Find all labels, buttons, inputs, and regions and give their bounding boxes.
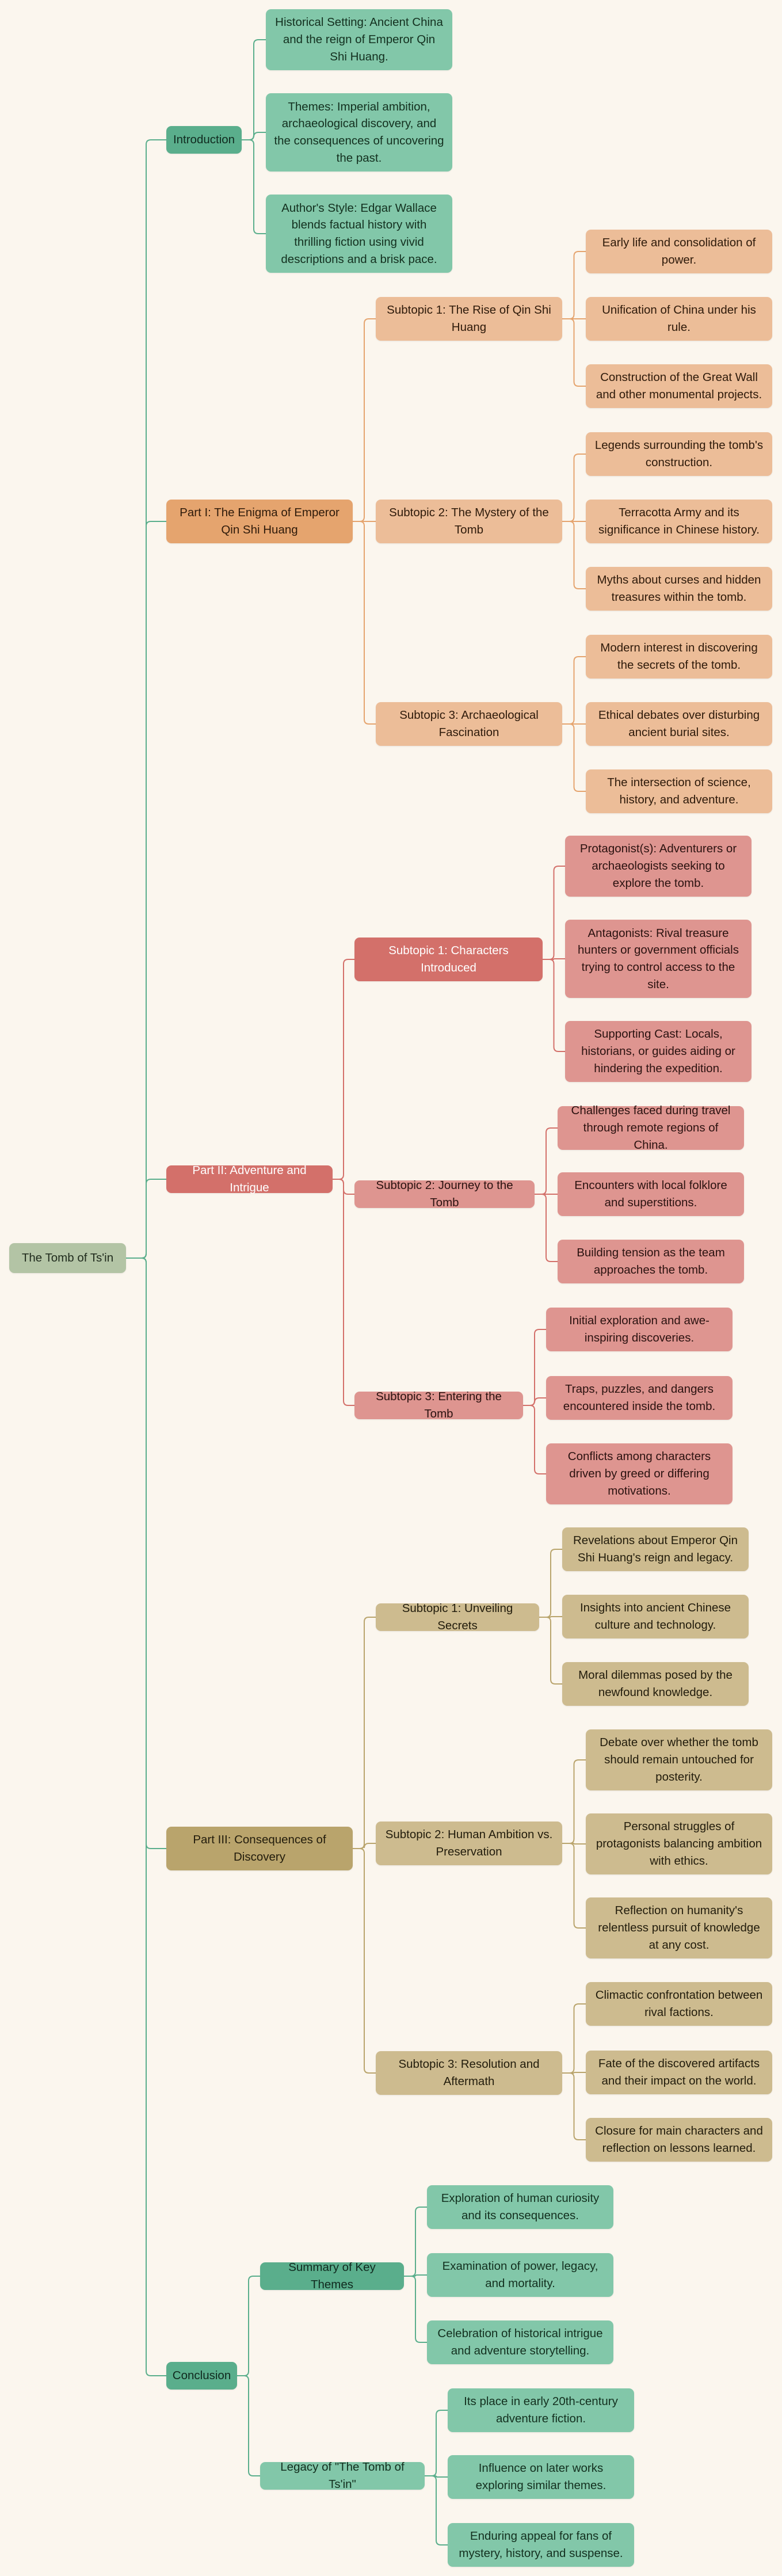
part1-subtopic-3[interactable]: Subtopic 3: Archaeological Fascination [376,702,562,746]
intro-item-1[interactable]: Historical Setting: Ancient China and th… [266,9,452,70]
part1-sub2-item-2[interactable]: Terracotta Army and its significance in … [586,500,772,543]
connector-line [353,1848,376,2074]
part1-sub3-item-3[interactable]: The intersection of science, history, an… [586,769,772,813]
part3-sub2-item-1[interactable]: Debate over whether the tomb should rema… [586,1729,772,1790]
part2-sub2-item-1[interactable]: Challenges faced during travel through r… [558,1104,744,1152]
part1-sub1-item-3[interactable]: Construction of the Great Wall and other… [586,364,772,408]
conclusion-sub2-item-3[interactable]: Enduring appeal for fans of mystery, his… [448,2523,634,2567]
conclusion-sub1-item-3[interactable]: Celebration of historical intrigue and a… [427,2320,613,2364]
part3-sub2-item-3[interactable]: Reflection on humanity's relentless purs… [586,1897,772,1958]
connector-line [353,318,376,522]
connector-line [523,1329,546,1406]
part1-sub1-item-2[interactable]: Unification of China under his rule. [586,297,772,341]
connector-line [425,2475,448,2545]
part2-sub2-item-2[interactable]: Encounters with local folklore and super… [558,1172,744,1216]
connector-line [333,1179,354,1406]
connector-line [523,1405,546,1474]
connector-line [126,1257,166,2376]
part1-subtopic-2[interactable]: Subtopic 2: The Mystery of the Tomb [376,500,562,543]
part3-subtopic-3[interactable]: Subtopic 3: Resolution and Aftermath [376,2051,562,2095]
connector-line [562,318,586,387]
part1-node[interactable]: Part I: The Enigma of Emperor Qin Shi Hu… [166,500,353,543]
part2-subtopic-1[interactable]: Subtopic 1: Characters Introduced [354,938,543,981]
part2-sub1-item-3[interactable]: Supporting Cast: Locals, historians, or … [565,1021,752,1082]
connector-line [535,1194,558,1262]
conclusion-sub1-item-1[interactable]: Exploration of human curiosity and its c… [427,2185,613,2229]
part3-sub1-item-1[interactable]: Revelations about Emperor Qin Shi Huang'… [562,1527,749,1571]
connector-line [562,1843,586,1845]
connector-line [543,959,565,1052]
part3-sub3-item-1[interactable]: Climactic confrontation between rival fa… [586,1982,772,2026]
part2-sub1-item-1[interactable]: Protagonist(s): Adventurers or archaeolo… [565,836,752,897]
part2-sub3-item-3[interactable]: Conflicts among characters driven by gre… [546,1443,733,1504]
connector-line [237,2375,260,2476]
connector-line [353,521,376,725]
connector-line [242,39,266,140]
part1-sub2-item-3[interactable]: Myths about curses and hidden treasures … [586,567,772,611]
intro-item-2[interactable]: Themes: Imperial ambition, archaeologica… [266,93,452,172]
connector-line [539,1549,562,1618]
part1-sub3-item-1[interactable]: Modern interest in discovering the secre… [586,635,772,679]
part1-sub3-item-2[interactable]: Ethical debates over disturbing ancient … [586,702,772,746]
conclusion-sub2-item-1[interactable]: Its place in early 20th-century adventur… [448,2388,634,2432]
part1-subtopic-1[interactable]: Subtopic 1: The Rise of Qin Shi Huang [376,297,562,341]
part3-sub1-item-2[interactable]: Insights into ancient Chinese culture an… [562,1595,749,1638]
part2-sub2-item-3[interactable]: Building tension as the team approaches … [558,1240,744,1283]
connector-line [126,521,166,1259]
connector-line [562,1843,586,1929]
part3-subtopic-2[interactable]: Subtopic 2: Human Ambition vs. Preservat… [376,1822,562,1865]
part2-sub3-item-2[interactable]: Traps, puzzles, and dangers encountered … [546,1376,733,1420]
part3-node[interactable]: Part III: Consequences of Discovery [166,1827,353,1870]
root-node[interactable]: The Tomb of Ts'in [9,1243,126,1273]
connector-line [562,723,586,792]
conclusion-sub1-item-2[interactable]: Examination of power, legacy, and mortal… [427,2253,613,2297]
conclusion-node[interactable]: Conclusion [166,2362,237,2390]
introduction-node[interactable]: Introduction [166,126,242,154]
connector-line [404,2274,427,2277]
intro-item-3[interactable]: Author's Style: Edgar Wallace blends fac… [266,195,452,273]
connector-line [237,2276,260,2376]
connector-line [535,1127,558,1195]
connector-line [353,1617,376,1849]
connector-line [242,139,266,234]
part3-sub3-item-2[interactable]: Fate of the discovered artifacts and the… [586,2051,772,2094]
connector-line [562,1759,586,1844]
connector-line [562,656,586,725]
connector-line [562,521,586,589]
connector-line [333,959,354,1180]
connector-line [562,454,586,522]
connector-line [562,2072,586,2074]
part1-sub2-item-1[interactable]: Legends surrounding the tomb's construct… [586,432,772,476]
part2-sub1-item-2[interactable]: Antagonists: Rival treasure hunters or g… [565,920,752,998]
connector-line [425,2475,448,2478]
part3-sub1-item-3[interactable]: Moral dilemmas posed by the newfound kno… [562,1662,749,1706]
connector-line [562,2072,586,2140]
connector-line [404,2207,427,2277]
connector-line [425,2410,448,2476]
conclusion-subtopic-1[interactable]: Summary of Key Themes [260,2261,404,2291]
connector-line [539,1617,562,1685]
part2-node[interactable]: Part II: Adventure and Intrigue [166,1164,333,1194]
connector-line [353,1843,376,1849]
part3-sub2-item-2[interactable]: Personal struggles of protagonists balan… [586,1813,772,1874]
conclusion-sub2-item-2[interactable]: Influence on later works exploring simil… [448,2455,634,2499]
part2-subtopic-2[interactable]: Subtopic 2: Journey to the Tomb [354,1179,535,1209]
part3-sub3-item-3[interactable]: Closure for main characters and reflecti… [586,2118,772,2162]
connector-line [543,866,565,960]
part2-subtopic-3[interactable]: Subtopic 3: Entering the Tomb [354,1390,523,1420]
connector-line [562,251,586,319]
part3-subtopic-1[interactable]: Subtopic 1: Unveiling Secrets [376,1602,539,1632]
connector-line [404,2276,427,2343]
part1-sub1-item-1[interactable]: Early life and consolidation of power. [586,230,772,273]
part2-sub3-item-1[interactable]: Initial exploration and awe-inspiring di… [546,1308,733,1351]
connector-line [126,1179,166,1259]
conclusion-subtopic-2[interactable]: Legacy of "The Tomb of Ts'in" [260,2460,425,2491]
connector-line [562,2003,586,2074]
